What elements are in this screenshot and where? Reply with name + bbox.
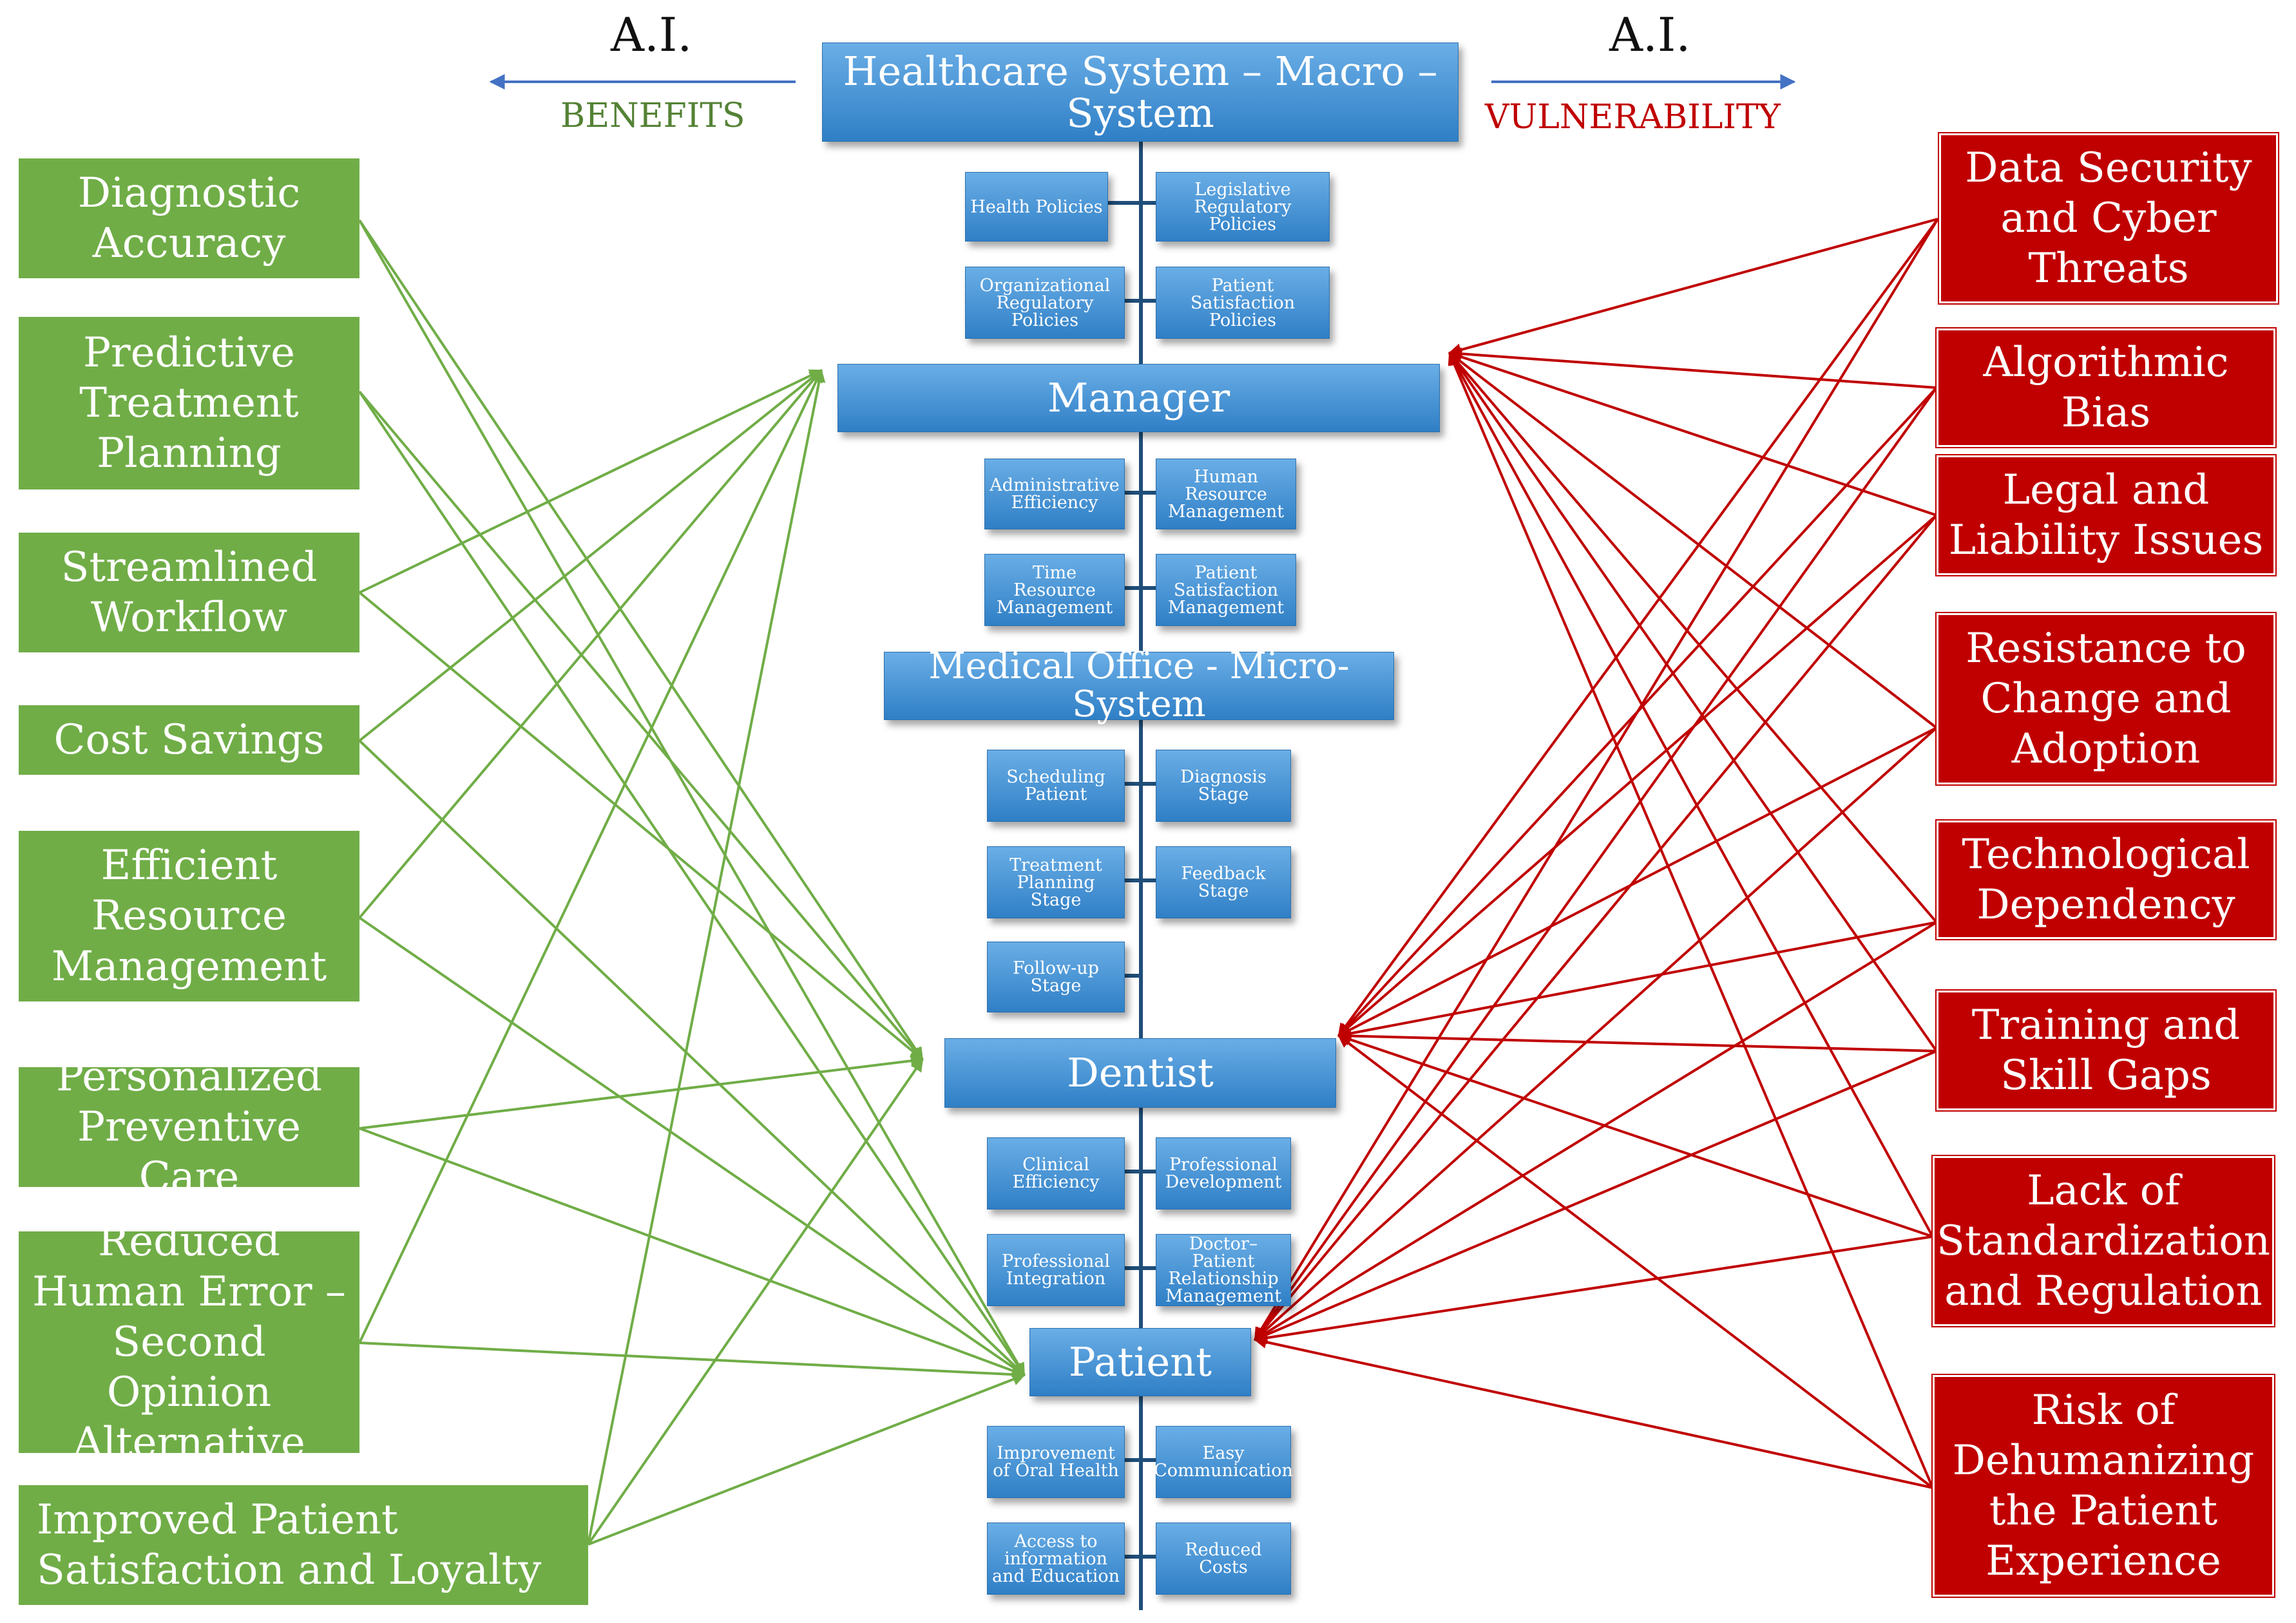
vulnerability-lack-of-standardization: Lack of Standardization and Regulation (1933, 1156, 2274, 1326)
micro-system-box: Medical Office - Micro-System (884, 647, 1394, 723)
administrative-efficiency-box: Administrative Efficiency (984, 459, 1125, 529)
vulnerability-technological-dependency: Technological Dependency (1937, 821, 2275, 939)
vulnerability-resistance-to-change: Resistance to Change and Adoption (1937, 613, 2275, 784)
treatment-planning-stage-box: Treatment Planning Stage (987, 846, 1125, 918)
benefit-arrow-2-to-dentist (358, 390, 924, 1061)
benefit-arrow-2-to-patient (358, 390, 1026, 1376)
vulnerability-arrow-8-to-patient (1254, 1336, 1933, 1489)
benefit-cost-savings: Cost Savings (19, 705, 359, 775)
benefit-arrow-4-to-patient (358, 739, 1026, 1376)
vulnerability-arrow-5-to-patient (1254, 921, 1938, 1341)
vulnerability-arrow-6-to-patient (1254, 1050, 1937, 1342)
patient-satisfaction-policies-box: Patient Satisfaction Policies (1156, 267, 1330, 339)
vulnerability-arrow-6-to-dentist (1337, 1029, 1937, 1052)
benefit-arrow-8-to-dentist (587, 1058, 924, 1546)
reduced-costs-box: Reduced Costs (1156, 1523, 1291, 1595)
benefit-reduced-human-error: Reduced Human Error – Second Opinion Alt… (19, 1218, 359, 1466)
vulnerability-arrow-7-to-patient (1254, 1235, 1933, 1345)
benefit-personalized-preventive-care: Personalized Preventive Care (19, 1053, 359, 1201)
benefit-arrow-6-to-dentist (359, 1054, 924, 1130)
vulnerability-arrow-7-to-manager (1448, 352, 1934, 1237)
vulnerability-arrow-4-to-patient (1254, 726, 1938, 1341)
feedback-stage-box: Feedback Stage (1156, 846, 1291, 918)
left-ai-heading: A.I. (611, 8, 693, 62)
doctor-patient-relationship-box: Doctor–Patient Relationship Management (1156, 1234, 1291, 1306)
vulnerability-arrow-4-to-manager (1448, 352, 1938, 729)
patient-title: Patient (1068, 1338, 1212, 1386)
access-to-information-box: Access to information and Education (987, 1523, 1125, 1595)
legislative-policies-box: Legislative Regulatory Policies (1156, 172, 1330, 242)
macro-system-box: Healthcare System – Macro – System (822, 43, 1459, 142)
vulnerability-arrow-2-to-patient (1254, 386, 1938, 1341)
macro-system-title: Healthcare System – Macro – System (843, 47, 1438, 137)
vulnerability-arrow-1-to-manager (1448, 218, 1938, 356)
easy-communication-box: Easy Communication (1154, 1426, 1293, 1498)
benefit-arrow-5-to-patient (358, 916, 1026, 1376)
time-resource-management-box: Time Resource Management (984, 554, 1125, 626)
vulnerability-arrow-3-to-patient (1254, 514, 1938, 1341)
manager-title: Manager (1047, 374, 1230, 422)
vulnerability-heading: VULNERABILITY (1485, 98, 1781, 137)
benefit-arrow-5-to-manager (358, 369, 823, 919)
vulnerability-arrow-1-to-dentist (1337, 218, 1939, 1037)
clinical-efficiency-box: Clinical Efficiency (987, 1137, 1125, 1210)
vulnerability-arrow-7-to-dentist (1337, 1033, 1933, 1238)
patient-satisfaction-management-box: Patient Satisfaction Management (1156, 554, 1296, 626)
benefit-arrow-1-to-dentist (358, 219, 924, 1061)
health-policies-box: Health Policies (965, 172, 1108, 242)
benefit-predictive-treatment-planning: Predictive Treatment Planning (19, 317, 359, 489)
vulnerability-arrow-2-to-manager (1448, 347, 1937, 389)
benefit-arrow-7-to-patient (359, 1342, 1026, 1381)
dentist-title: Dentist (1067, 1049, 1214, 1097)
oral-health-box: Improvement of Oral Health (987, 1426, 1125, 1498)
vulnerability-dehumanizing-experience: Risk of Dehumanizing the Patient Experie… (1933, 1375, 2274, 1597)
vulnerability-arrow-8-to-manager (1448, 352, 1934, 1488)
benefit-arrow-8-to-patient (588, 1373, 1026, 1546)
dentist-box: Dentist (944, 1038, 1336, 1108)
manager-box: Manager (837, 364, 1440, 432)
scheduling-patient-box: Scheduling Patient (987, 750, 1125, 822)
benefit-diagnostic-accuracy: Diagnostic Accuracy (19, 158, 359, 278)
benefit-arrow-6-to-patient (359, 1127, 1026, 1378)
vulnerability-legal-liability: Legal and Liability Issues (1937, 455, 2275, 575)
benefit-efficient-resource-management: Efficient Resource Management (19, 831, 359, 1001)
follow-up-stage-box: Follow-up Stage (987, 942, 1125, 1012)
professional-development-box: Professional Development (1156, 1137, 1291, 1210)
vulnerability-arrow-5-to-manager (1448, 352, 1938, 924)
vulnerability-arrow-3-to-dentist (1337, 514, 1938, 1037)
benefits-heading: BENEFITS (560, 97, 745, 135)
organizational-policies-box: Organizational Regulatory Policies (965, 267, 1125, 339)
vulnerability-arrow-5-to-dentist (1337, 921, 1937, 1040)
micro-system-title: Medical Office - Micro-System (928, 645, 1350, 725)
benefit-arrow-3-to-dentist (358, 591, 924, 1061)
vulnerability-data-security: Data Security and Cyber Threats (1939, 133, 2278, 303)
professional-integration-box: Professional Integration (987, 1234, 1125, 1306)
vulnerability-algorithmic-bias: Algorithmic Bias (1937, 328, 2275, 447)
vulnerability-arrow-6-to-manager (1448, 352, 1938, 1052)
vulnerability-training-skill-gaps: Training and Skill Gaps (1937, 991, 2275, 1110)
right-ai-heading: A.I. (1609, 8, 1691, 62)
vulnerability-arrow-3-to-manager (1448, 350, 1937, 517)
benefit-streamlined-workflow: Streamlined Workflow (19, 533, 359, 652)
benefit-arrow-7-to-manager (358, 369, 823, 1343)
patient-box: Patient (1029, 1328, 1251, 1396)
vulnerability-arrow-4-to-dentist (1337, 726, 1937, 1037)
hierarchy-spine (1139, 138, 1143, 1610)
diagnosis-stage-box: Diagnosis Stage (1156, 750, 1291, 822)
benefit-arrow-8-to-manager (587, 369, 826, 1545)
human-resource-management-box: Human Resource Management (1156, 459, 1296, 529)
vulnerability-arrow-2-to-dentist (1337, 386, 1938, 1037)
benefit-arrow-3-to-manager (359, 369, 823, 594)
benefit-improved-patient-satisfaction: Improved Patient Satisfaction and Loyalt… (19, 1485, 588, 1605)
vulnerability-arrow-8-to-dentist (1337, 1034, 1934, 1489)
benefit-arrow-4-to-manager (358, 369, 823, 742)
